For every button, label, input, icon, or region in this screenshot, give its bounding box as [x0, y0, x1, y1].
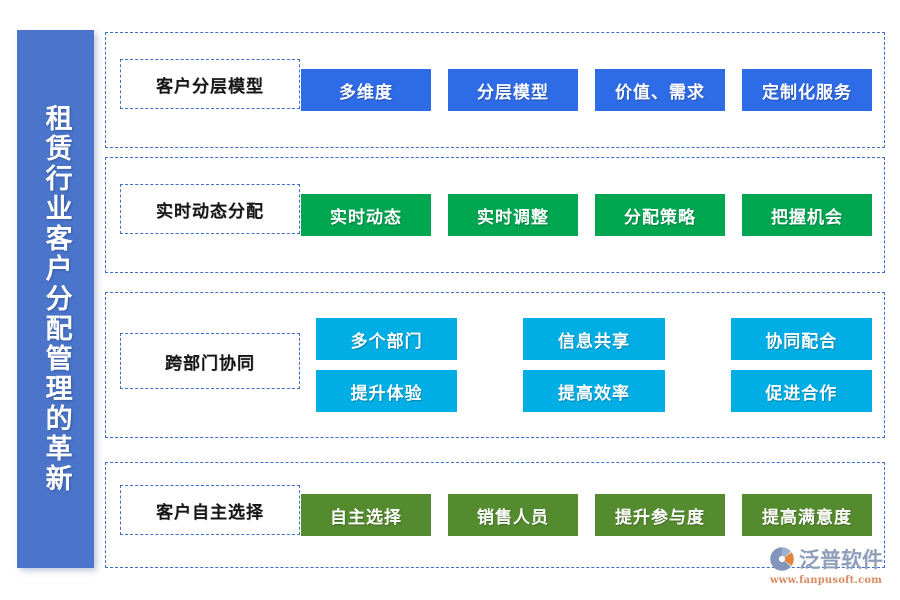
pill-item[interactable]: 提高满意度: [742, 494, 872, 536]
group-0-label-text: 客户分层模型: [156, 76, 264, 97]
group-0-pill-area: 多维度 分层模型 价值、需求 定制化服务: [301, 33, 872, 147]
pill-item[interactable]: 实时动态: [301, 194, 431, 236]
pill-item[interactable]: 实时调整: [448, 194, 578, 236]
group-0-label-box: 客户分层模型: [120, 59, 300, 109]
group-0-pill-row-0: 多维度 分层模型 价值、需求 定制化服务: [301, 69, 872, 111]
group-3-pill-area: 自主选择 销售人员 提升参与度 提高满意度: [301, 463, 872, 567]
group-3-label-text: 客户自主选择: [156, 502, 264, 523]
fanpu-circle-logo-icon: [769, 546, 795, 572]
pill-item[interactable]: 提升体验: [316, 370, 458, 412]
group-2-pill-row-1: 提升体验 提高效率 促进合作: [316, 370, 872, 412]
pill-item[interactable]: 提高效率: [523, 370, 665, 412]
group-2-pill-area: 多个部门 信息共享 协同配合 提升体验 提高效率 促进合作: [316, 293, 872, 437]
pill-item[interactable]: 信息共享: [523, 318, 665, 360]
group-customer-segmentation: 客户分层模型 多维度 分层模型 价值、需求 定制化服务: [105, 32, 885, 148]
group-cross-department: 跨部门协同 多个部门 信息共享 协同配合 提升体验 提高效率 促进合作: [105, 292, 885, 438]
pill-item[interactable]: 多个部门: [316, 318, 458, 360]
brand-logo-row: 泛普软件: [769, 544, 883, 574]
pill-item[interactable]: 多维度: [301, 69, 431, 111]
pill-item[interactable]: 分层模型: [448, 69, 578, 111]
brand-logo-name: 泛普软件: [799, 548, 883, 572]
brand-logo: 泛普软件 www.fanpusoft.com: [762, 543, 890, 587]
pill-item[interactable]: 自主选择: [301, 494, 431, 536]
pill-item[interactable]: 销售人员: [448, 494, 578, 536]
group-2-pill-row-0: 多个部门 信息共享 协同配合: [316, 318, 872, 360]
group-1-label-text: 实时动态分配: [156, 201, 264, 222]
pill-item[interactable]: 协同配合: [730, 318, 872, 360]
group-1-pill-row-0: 实时动态 实时调整 分配策略 把握机会: [301, 194, 872, 236]
pill-item[interactable]: 定制化服务: [742, 69, 872, 111]
pill-item[interactable]: 价值、需求: [595, 69, 725, 111]
group-1-label-box: 实时动态分配: [120, 184, 300, 234]
group-3-label-box: 客户自主选择: [120, 485, 300, 535]
group-realtime-allocation: 实时动态分配 实时动态 实时调整 分配策略 把握机会: [105, 157, 885, 273]
vertical-title-text: 租赁行业客户分配管理的革新: [40, 104, 72, 494]
group-2-label-box: 跨部门协同: [120, 333, 300, 389]
vertical-title-banner: 租赁行业客户分配管理的革新: [17, 30, 94, 568]
group-3-pill-row-0: 自主选择 销售人员 提升参与度 提高满意度: [301, 494, 872, 536]
pill-item[interactable]: 分配策略: [595, 194, 725, 236]
group-2-label-text: 跨部门协同: [165, 353, 255, 374]
group-customer-self-selection: 客户自主选择 自主选择 销售人员 提升参与度 提高满意度: [105, 462, 885, 568]
pill-item[interactable]: 把握机会: [742, 194, 872, 236]
pill-item[interactable]: 促进合作: [730, 370, 872, 412]
group-1-pill-area: 实时动态 实时调整 分配策略 把握机会: [301, 158, 872, 272]
brand-logo-url: www.fanpusoft.com: [769, 575, 883, 586]
pill-item[interactable]: 提升参与度: [595, 494, 725, 536]
